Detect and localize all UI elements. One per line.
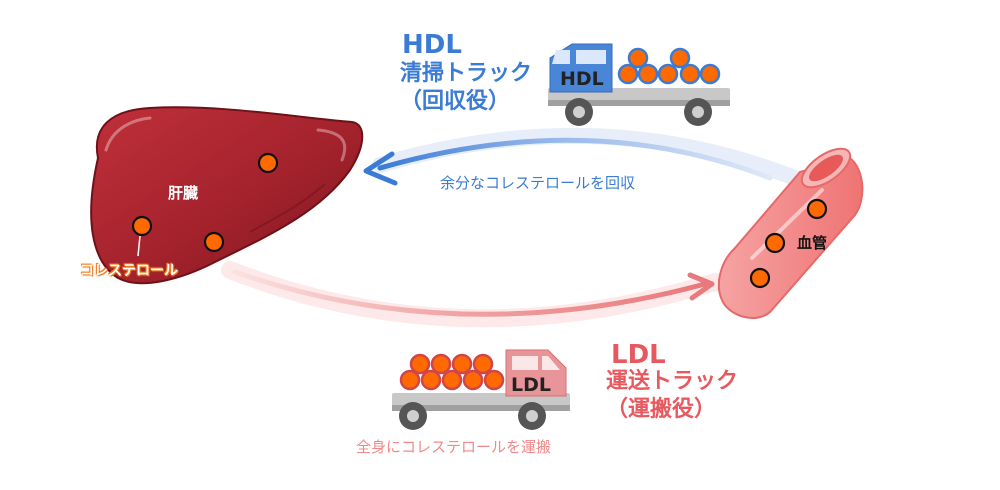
ldl-truck-label: LDL [511,374,551,396]
cholesterol-particle-icon [131,215,153,237]
cholesterol-particle-icon [472,353,494,375]
liver-illustration [90,106,364,285]
cholesterol-particle-icon [699,63,721,85]
hdl-caption: 余分なコレステロールを回収 [440,174,636,192]
ldl-role-line2: （運搬役） [606,397,717,422]
cholesterol-particle-icon [203,231,225,253]
cholesterol-particle-icon [617,63,639,85]
ldl-caption: 全身にコレステロールを運搬 [356,438,552,456]
ldl-role-line1: 運送トラック [606,369,739,394]
liver-label: 肝臓 [168,184,199,202]
cholesterol-particle-icon [420,369,442,391]
arrowhead-left-icon [363,151,398,186]
cholesterol-particle-icon [657,63,679,85]
hdl-role-line1: 清掃トラック [400,61,533,86]
cholesterol-label: コレステロール [80,263,178,279]
hdl-return-arrow [363,127,808,188]
arrowhead-right-icon [687,272,715,301]
cholesterol-particle-icon [257,152,279,174]
cholesterol-particle-icon [627,47,649,69]
cholesterol-pointer-line [137,235,141,257]
cholesterol-particle-icon [669,47,691,69]
cholesterol-particle-icon [430,353,452,375]
cholesterol-particle-icon [764,232,786,254]
hdl-truck-icon [548,43,730,126]
blood-vessel-illustration [717,147,864,319]
cholesterol-particle-icon [749,267,771,289]
cholesterol-particle-icon [679,63,701,85]
cholesterol-particle-icon [637,63,659,85]
ldl-truck-icon [392,349,570,430]
cholesterol-particle-icon [462,369,484,391]
cholesterol-particle-icon [441,369,463,391]
ldl-title: LDL [611,340,666,370]
vessel-label: 血管 [797,234,828,252]
hdl-truck-label: HDL [560,68,604,90]
cholesterol-particle-icon [806,198,828,220]
cholesterol-particle-icon [409,353,431,375]
hdl-role-line2: （回収役） [400,89,511,114]
hdl-title: HDL [402,30,462,60]
cholesterol-particle-icon [451,353,473,375]
ldl-delivery-arrow [221,261,724,328]
cholesterol-particle-icon [399,369,421,391]
cholesterol-particle-icon [483,369,505,391]
